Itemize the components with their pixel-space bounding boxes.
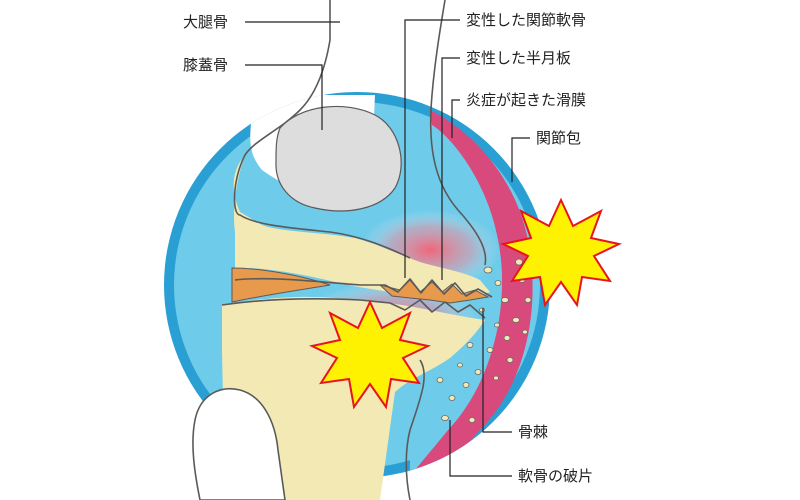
leader-cartilage-fragments <box>449 420 512 477</box>
pain-burst-icon <box>499 197 623 308</box>
pain-burst-icon <box>308 299 432 410</box>
label-osteophyte: 骨棘 <box>518 423 548 441</box>
leader-joint-capsule <box>511 137 530 182</box>
femur-outline <box>233 0 411 259</box>
leader-patella <box>245 64 323 130</box>
label-cartilage-fragments: 軟骨の破片 <box>518 467 593 485</box>
patella <box>275 105 402 212</box>
tibia-shaft-outline <box>192 388 286 500</box>
label-femur: 大腿骨 <box>183 13 228 31</box>
femur-bone <box>233 155 490 298</box>
label-degenerated-meniscus: 変性した半月板 <box>466 49 571 67</box>
tibia-right-outline <box>405 359 425 500</box>
label-inflamed-synovium: 炎症が起きた滑膜 <box>466 91 586 109</box>
leader-degenerated-cartilage <box>404 19 460 278</box>
degenerated-cartilage-line <box>234 277 493 298</box>
leader-degenerated-meniscus <box>441 57 460 280</box>
femur-right-outline <box>429 0 487 266</box>
leader-inflamed-synovium <box>451 99 460 138</box>
inflamed-synovium-band <box>415 110 533 470</box>
meniscus-left <box>231 267 331 303</box>
leader-osteophyte <box>482 308 512 433</box>
label-patella: 膝蓋骨 <box>183 56 228 74</box>
label-joint-capsule: 関節包 <box>536 129 581 147</box>
label-degenerated-cartilage: 変性した関節軟骨 <box>466 11 586 29</box>
tibia-surface-line <box>221 298 486 319</box>
